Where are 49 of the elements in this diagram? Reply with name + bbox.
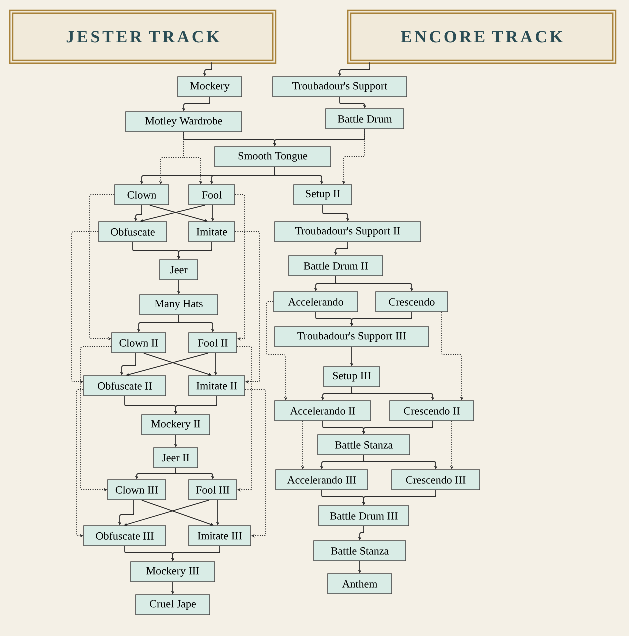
skill-box: Crescendo II (390, 400, 474, 422)
skill-box: Battle Drum (326, 108, 404, 130)
skill-box: Many Hats (140, 294, 218, 316)
skill-box: Battle Stanza (314, 540, 406, 562)
skill-box: Anthem (328, 574, 392, 594)
skill-box: Smooth Tongue (214, 146, 332, 168)
skill-box: Cruel Jape (136, 594, 210, 616)
skill-box: Clown II (112, 332, 166, 354)
arrow (140, 204, 206, 222)
skill-box: Obfuscate III (84, 526, 166, 546)
skill-box: Troubadour's Support III (274, 326, 430, 348)
skill-box: Battle Drum II (288, 256, 384, 276)
skill-box: Setup II (294, 184, 352, 206)
skill-box: Mockery II (142, 414, 210, 436)
title-banner: ENCORE TRACK (347, 10, 617, 64)
skill-box: Accelerando (274, 292, 358, 312)
skill-box: Crescendo (376, 292, 448, 312)
skill-box: Accelerando III (276, 470, 368, 490)
skill-box: Imitate (188, 222, 236, 242)
arrow (144, 352, 212, 376)
skill-box: Jeer II (154, 448, 198, 468)
skill-box: Mockery (178, 76, 242, 98)
skill-box: Clown (114, 184, 170, 206)
skill-box: Clown III (108, 480, 166, 500)
skill-box: Imitate III (188, 526, 252, 546)
skill-box: Fool III (188, 480, 238, 500)
skill-box: Motley Wardrobe (126, 112, 242, 132)
arrow (234, 232, 260, 384)
skill-box: Accelerando II (274, 400, 372, 422)
skill-box: Battle Stanza (318, 434, 410, 456)
skill-box: Fool II (188, 332, 238, 354)
arrow (234, 194, 246, 341)
arrow (124, 500, 210, 526)
arrow (126, 352, 208, 376)
skill-box: Fool (188, 184, 236, 206)
skill-box: Imitate II (188, 376, 246, 396)
title-banner: JESTER TRACK (9, 10, 277, 64)
skill-box: Obfuscate II (84, 376, 166, 396)
skill-box: Setup III (324, 366, 380, 388)
skill-box: Troubadour's Support II (274, 222, 422, 242)
skill-box: Troubadour's Support (272, 76, 408, 98)
skill-box: Battle Drum III (318, 506, 410, 526)
arrow (236, 346, 252, 492)
arrow (244, 390, 266, 538)
arrow (150, 204, 208, 222)
skill-box: Jeer (160, 260, 198, 280)
skill-box: Obfuscate (98, 222, 168, 242)
skill-box: Mockery III (130, 562, 216, 582)
skill-box: Crescendo III (392, 470, 480, 490)
